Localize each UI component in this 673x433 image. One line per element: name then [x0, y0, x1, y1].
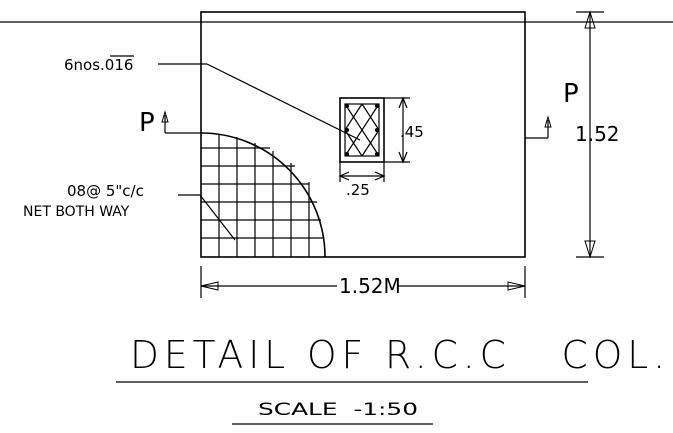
drawing-title: DETAIL OF R.C.C COL.	[130, 333, 670, 377]
column-width-dimension	[338, 162, 386, 182]
scale-label: SCALE -1:50	[258, 400, 418, 420]
height-dimension	[576, 10, 604, 259]
width-dimension	[200, 266, 526, 298]
section-mark-left	[161, 110, 201, 134]
section-mark-right	[525, 115, 552, 139]
footing-outline	[200, 11, 526, 258]
column-section	[339, 97, 385, 163]
mesh-label-line1: 08@ 5"c/c	[67, 182, 144, 200]
mesh-label-line2: NET BOTH WAY	[23, 204, 130, 220]
section-label-right: P	[563, 79, 579, 109]
bar-label-leader-diagonal	[206, 63, 361, 141]
column-width-label: .25	[346, 181, 370, 199]
bar-label: 6nos.016	[64, 56, 133, 74]
section-label-left: P	[139, 108, 155, 138]
height-dimension-label: 1.52	[575, 122, 620, 146]
column-depth-label: .45	[400, 123, 424, 141]
column-depth-dimension	[384, 96, 410, 164]
width-dimension-label: 1.52M	[339, 274, 401, 298]
mesh-label-leader-diagonal	[199, 194, 236, 241]
reinforcement-mesh	[200, 132, 326, 258]
